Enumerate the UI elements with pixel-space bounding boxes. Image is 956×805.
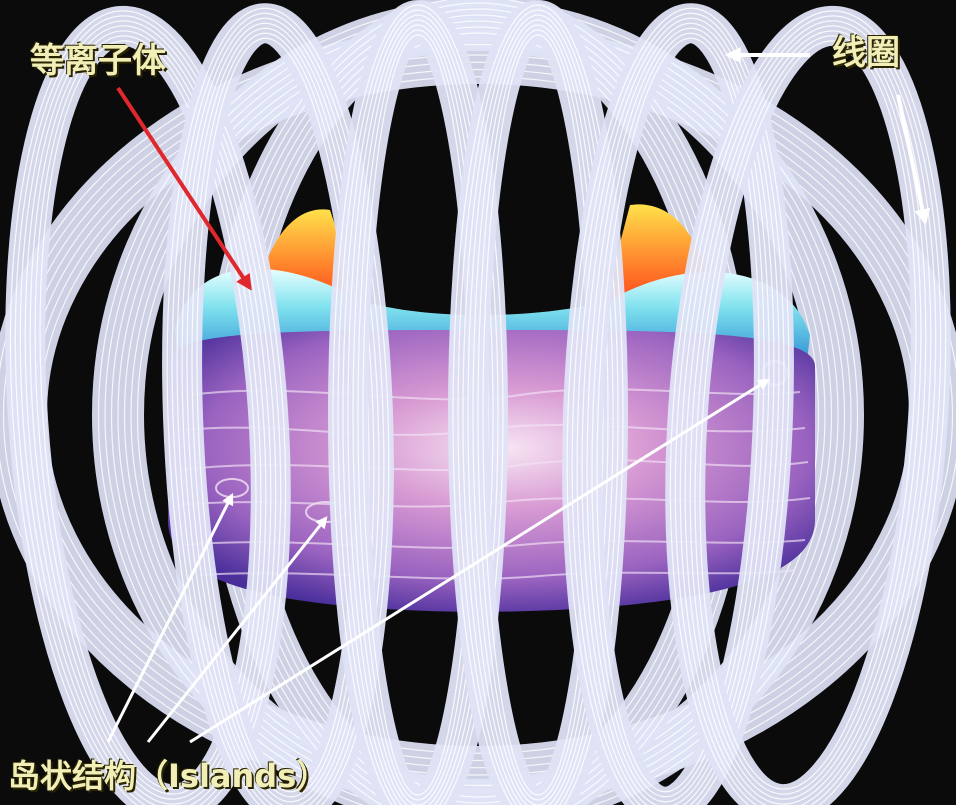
coil-label: 线圈 (832, 36, 900, 70)
islands-label: 岛状结构（Islands） (8, 760, 328, 792)
plasma-label: 等离子体 (30, 44, 166, 78)
